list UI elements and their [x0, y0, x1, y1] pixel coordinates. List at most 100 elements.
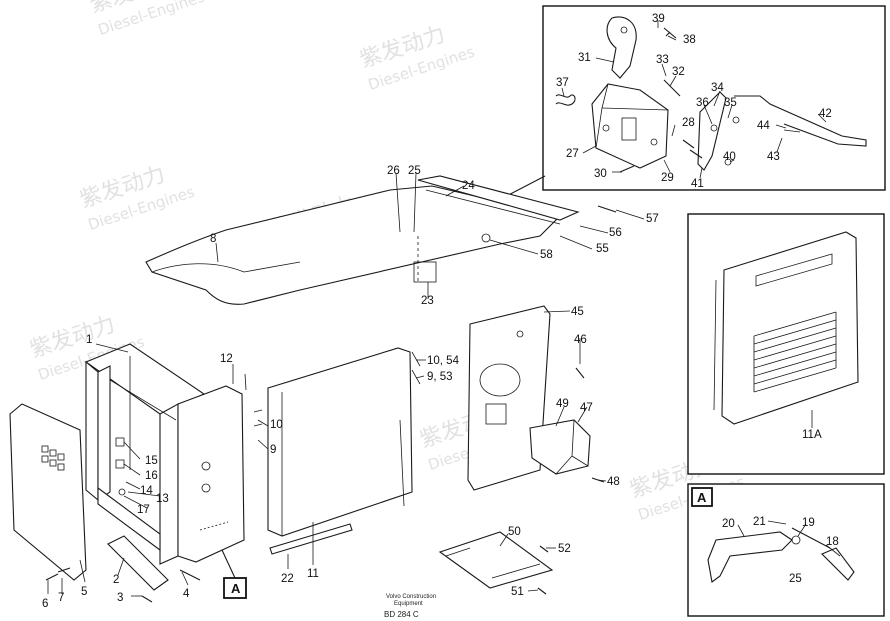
side-panel — [177, 385, 245, 563]
washer — [710, 124, 718, 132]
leader-lines — [47, 20, 841, 597]
part-label: 50 — [508, 526, 521, 538]
panel-perforation — [199, 521, 229, 531]
plate-hole — [516, 330, 524, 338]
relay-box-edge — [555, 419, 589, 475]
lever-arm — [606, 16, 637, 79]
part-label: 20 — [722, 518, 735, 530]
callout-a-leader — [221, 549, 236, 579]
part-label: 43 — [767, 151, 780, 163]
clip-23 — [413, 261, 437, 283]
part-label: 42 — [819, 108, 832, 120]
pin — [663, 79, 681, 97]
part-label: 51 — [511, 586, 524, 598]
part-label: 5 — [81, 586, 87, 598]
spring — [555, 94, 576, 106]
part-label: 37 — [556, 77, 569, 89]
part-label: 17 — [137, 504, 150, 516]
cover-50 — [438, 531, 554, 595]
part-label: 41 — [691, 178, 704, 190]
top-cover-plate — [145, 175, 617, 305]
seal-strip-22 — [269, 523, 353, 555]
part-label: 8 — [210, 233, 216, 245]
door-11a-louvres — [753, 311, 837, 393]
inset-11a-label: 11A — [802, 429, 822, 441]
part-label: 15 — [145, 455, 158, 467]
panel-hole — [201, 461, 211, 471]
inset-a-tag: A — [697, 490, 707, 505]
mounting-plate-45 — [467, 305, 605, 491]
part-label: 26 — [387, 165, 400, 177]
front-grille-door — [9, 403, 87, 581]
plate-square-cutout — [485, 403, 507, 425]
bracket-24 — [417, 175, 580, 221]
part-label: 23 — [421, 295, 434, 307]
screw-46 — [575, 367, 585, 379]
frame-left-post — [85, 360, 99, 502]
rod-19 — [791, 527, 831, 549]
watermark-tile: 紫发动力 Diesel-Engines — [357, 22, 477, 94]
part-label: 57 — [646, 213, 659, 225]
door-11a-edge — [713, 279, 717, 411]
part-label: 6 — [42, 598, 48, 610]
part-label: 48 — [607, 476, 620, 488]
screw-57 — [597, 205, 617, 213]
plate-45 — [467, 305, 551, 491]
part-label: 56 — [609, 227, 622, 239]
part-label: 14 — [140, 485, 153, 497]
part-label: 40 — [723, 151, 736, 163]
part-label: 24 — [462, 180, 475, 192]
detail-a-callout: A — [221, 549, 247, 599]
washer — [732, 116, 740, 124]
door-handle — [399, 419, 405, 507]
grille-door-panel — [9, 403, 87, 581]
control-lever-inset — [542, 5, 886, 191]
drawing-footer: Volvo Construction Equipment BD 284 C — [384, 594, 436, 619]
watermark-tile: 紫发动力 Diesel-Engines — [87, 0, 207, 39]
bolt-3 — [141, 595, 153, 603]
part-label: 38 — [683, 34, 696, 46]
door-11-panel — [267, 347, 413, 537]
callout-a-label: A — [231, 581, 241, 596]
bracket-2 — [107, 535, 169, 591]
part-label: 35 — [724, 97, 737, 109]
bolt — [619, 165, 635, 173]
part-label: 21 — [753, 516, 766, 528]
clip-16 — [115, 459, 125, 469]
part-label: 10 — [270, 419, 283, 431]
housing-hole — [650, 138, 658, 146]
screw-51 — [537, 587, 547, 595]
part-label: 10, 54 — [427, 355, 460, 367]
frame-bottom-rail — [97, 486, 161, 552]
part-label: 30 — [594, 168, 607, 180]
part-label: 25 — [408, 165, 421, 177]
part-label: 11 — [307, 568, 319, 580]
part-label: 16 — [145, 470, 158, 482]
part-label: 25 — [789, 573, 802, 585]
footer-drawing-code: BD 284 C — [384, 610, 419, 619]
part-label: 47 — [580, 402, 593, 414]
cover-plate-8 — [145, 185, 562, 305]
pin-18 — [821, 547, 855, 581]
part-label: 34 — [711, 82, 724, 94]
part-label: 39 — [652, 13, 665, 25]
part-labels: 1 2 3 4 5 6 7 8 9 10 11 12 13 14 15 16 1… — [42, 13, 839, 610]
door-11a-upper-vent — [755, 253, 833, 287]
inset-a: A — [687, 483, 885, 617]
part-label: 7 — [58, 592, 64, 604]
nut-58 — [481, 233, 491, 243]
footer-company-line2: Equipment — [394, 601, 423, 607]
part-label: 9, 53 — [427, 371, 453, 383]
inset-11a: 11A — [687, 213, 885, 475]
washer-14 — [118, 488, 126, 496]
bolt — [663, 27, 677, 39]
part-label: 18 — [826, 536, 839, 548]
part-label: 31 — [578, 52, 591, 64]
part-label: 9 — [270, 444, 276, 456]
washer — [724, 158, 732, 166]
latch-hook-20 — [707, 531, 793, 583]
screw-52 — [539, 545, 549, 553]
housing-hole — [602, 124, 610, 132]
footer-company-line1: Volvo Construction — [386, 594, 436, 600]
